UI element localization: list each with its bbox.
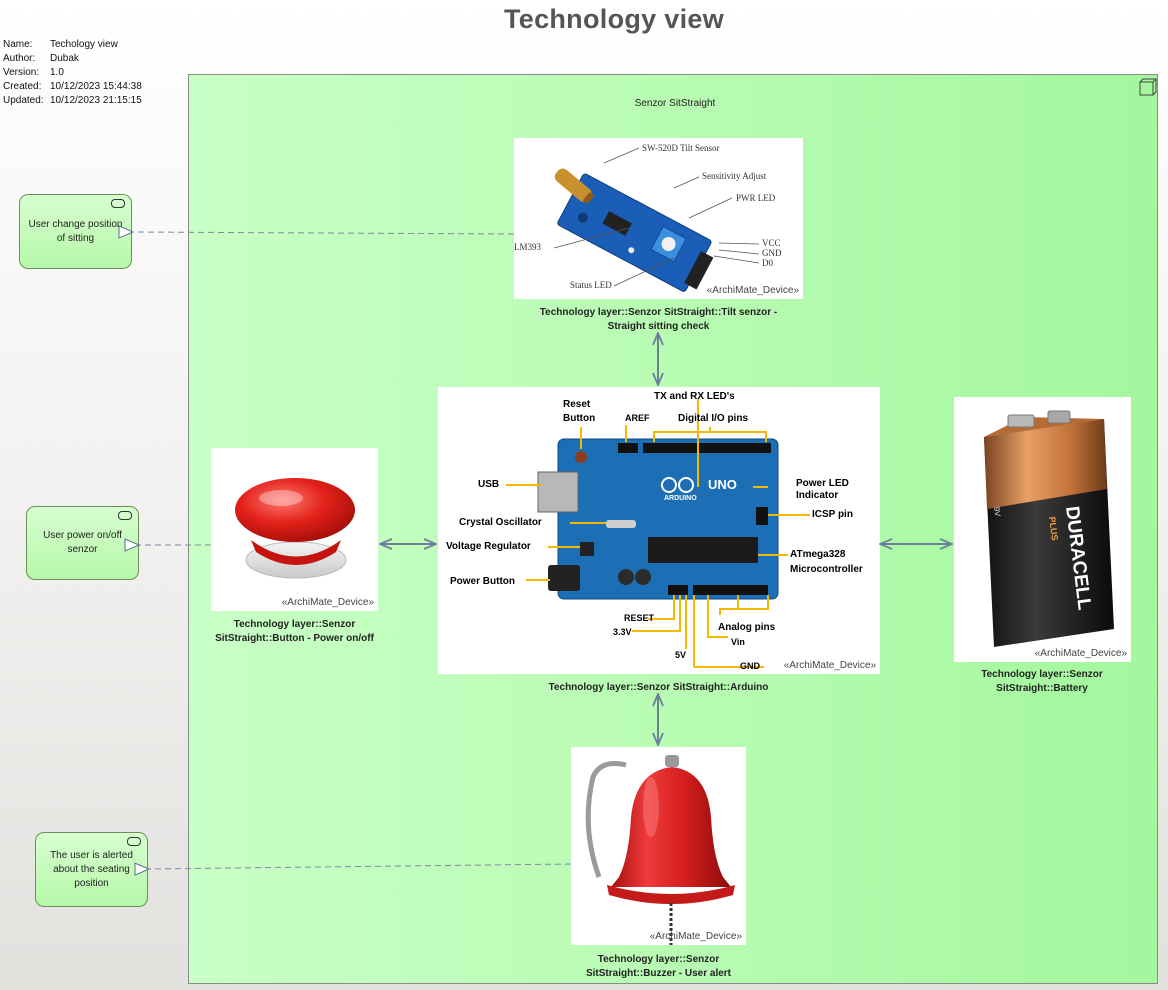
node-icon [1139,78,1157,96]
arduino-label-atmega: ATmega328 [790,549,846,560]
event-user-power[interactable]: User power on/off senzor [26,506,139,580]
button-illustration [235,478,355,579]
tilt-label-status: Status LED [570,280,612,290]
event-label: The user is alerted about the seating po… [50,849,133,889]
event-user-alerted[interactable]: The user is alerted about the seating po… [35,832,148,907]
battery-caption: Technology layer::Senzor SitStraight::Ba… [981,669,1103,694]
stereotype-label: «ArchiMate_Device» [783,660,876,671]
meta-value: Dubak [50,53,79,64]
meta-key: Name: [3,39,33,50]
tilt-sensor-illustration [553,147,760,292]
meta-value: 10/12/2023 15:44:38 [50,81,142,92]
arduino-label-analog: Analog pins [718,622,776,633]
meta-value: Techology view [50,39,118,50]
arduino-label-power-button: Power Button [450,576,515,587]
arduino-label-icsp: ICSP pin [812,509,853,520]
event-label: User change position of sitting [28,218,123,244]
arduino-label-reset-2: Button [563,413,596,424]
arduino-label-atmega-2: Microcontroller [790,564,863,575]
arduino-label-txrx: TX and RX LED's [654,391,735,402]
arduino-label-crystal: Crystal Oscillator [459,517,542,528]
arduino-label-vin: Vin [731,637,745,647]
buzzer-illustration [585,755,735,945]
tilt-label-lm: LM393 [514,242,541,252]
stereotype-label: «ArchiMate_Device» [281,597,374,608]
arduino-label-reset-pin: RESET [624,613,655,623]
arduino-board-uno: UNO [708,477,737,492]
diagram-metadata: Name: Techology view Author: Dubak Version… [3,38,142,108]
tilt-sensor-caption: Technology layer::Senzor SitStraight::Ti… [539,307,778,332]
meta-key: Version: [3,67,40,78]
stereotype-label: «ArchiMate_Device» [706,285,799,296]
arduino-illustration [506,399,810,668]
event-icon [118,511,132,520]
tilt-label-sensor: SW-520D Tilt Sensor [642,143,720,153]
event-icon [111,199,125,208]
event-label: User power on/off senzor [43,530,122,555]
arduino-device[interactable]: TX and RX LED's Reset Button AREF Digita… [438,387,880,674]
arduino-label-reset: Reset [563,399,591,410]
meta-key: Created: [3,81,42,92]
event-icon [127,837,141,846]
meta-key: Updated: [3,95,44,106]
tilt-label-vcc: VCC [762,238,781,248]
buzzer-device[interactable]: «ArchiMate_Device» [571,747,746,945]
arduino-label-aref: AREF [625,413,650,423]
arduino-label-3v3: 3.3V [613,627,632,637]
battery-volt: 9V [992,506,1002,517]
arduino-label-voltage: Voltage Regulator [446,541,531,552]
arduino-label-gnd: GND [740,661,760,671]
stereotype-label: «ArchiMate_Device» [649,931,742,942]
meta-value: 10/12/2023 21:15:15 [50,95,142,106]
arduino-label-power-led: Power LED [796,478,849,489]
meta-value: 1.0 [50,67,64,78]
battery-plus: PLUS [1047,516,1060,541]
arduino-label-5v: 5V [675,650,687,660]
button-device[interactable]: «ArchiMate_Device» [211,448,378,611]
tilt-label-gnd: GND [762,248,782,258]
arduino-label-digital: Digital I/O pins [678,413,749,424]
buzzer-caption: Technology layer::Senzor SitStraight::Bu… [585,954,732,979]
meta-key: Author: [3,53,36,64]
tilt-label-d0: D0 [762,258,773,268]
tilt-sensor-device[interactable]: SW-520D Tilt Sensor Sensitivity Adjust P… [514,138,803,299]
diagram-title: Technology view [503,4,725,34]
tilt-label-sensitivity: Sensitivity Adjust [702,171,767,181]
event-user-change-position[interactable]: User change position of sitting [19,194,132,269]
tilt-label-pwr: PWR LED [736,193,776,203]
battery-illustration: DURACELL PLUS 9V [984,410,1114,647]
arduino-board-brand: ARDUINO [664,495,697,502]
arduino-caption: Technology layer::Senzor SitStraight::Ar… [548,682,769,693]
node-label: Senzor SitStraight [634,98,716,109]
button-caption: Technology layer::Senzor SitStraight::Bu… [215,619,374,644]
stereotype-label: «ArchiMate_Device» [1034,648,1127,659]
arduino-label-power-led-2: Indicator [796,490,839,501]
arduino-label-usb: USB [478,479,500,490]
battery-device[interactable]: DURACELL PLUS 9V «ArchiMate_Device» [954,397,1131,662]
